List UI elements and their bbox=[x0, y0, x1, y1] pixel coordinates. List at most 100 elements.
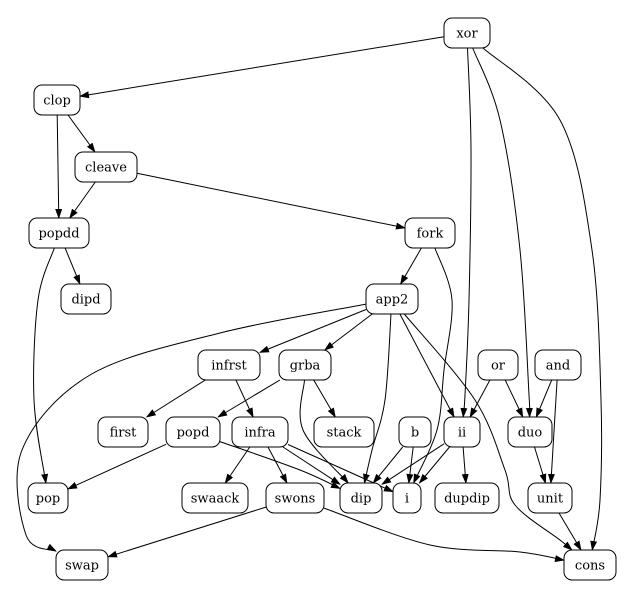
node-box-dupdip bbox=[434, 482, 500, 514]
node-label-clop: clop bbox=[43, 94, 71, 109]
node-label-ii: ii bbox=[458, 426, 466, 441]
edge-unit-to-cons bbox=[558, 512, 582, 551]
edge-app2-to-grba bbox=[324, 313, 373, 351]
node-duo: duo bbox=[507, 416, 553, 448]
edge-cleave-to-popdd bbox=[69, 181, 96, 219]
edge-grba-to-dip bbox=[299, 379, 349, 484]
node-label-pop: pop bbox=[36, 492, 60, 507]
node-box-grba bbox=[278, 349, 332, 381]
node-label-popdd: popdd bbox=[38, 227, 79, 242]
edge-fork-to-app2 bbox=[400, 247, 422, 285]
node-stack: stack bbox=[313, 416, 375, 448]
edge-duo-to-unit bbox=[534, 446, 547, 484]
edge-popd-to-pop bbox=[67, 443, 167, 490]
node-popdd: popdd bbox=[28, 217, 90, 249]
edge-b-to-dip bbox=[372, 446, 404, 484]
node-label-first: first bbox=[110, 426, 138, 441]
edge-infrst-to-infra bbox=[235, 379, 254, 418]
node-label-cleave: cleave bbox=[85, 161, 127, 176]
node-label-swaack: swaack bbox=[191, 492, 240, 507]
node-dip: dip bbox=[339, 482, 383, 514]
node-box-pop bbox=[27, 482, 69, 514]
node-box-ii bbox=[443, 416, 481, 448]
node-box-stack bbox=[313, 416, 375, 448]
edge-xor-to-duo bbox=[472, 47, 533, 418]
node-cleave: cleave bbox=[74, 151, 138, 183]
node-box-and bbox=[534, 349, 582, 381]
edge-popdd-to-pop bbox=[33, 247, 55, 484]
node-label-fork: fork bbox=[417, 227, 444, 242]
edge-app2-to-ii bbox=[399, 313, 455, 418]
node-fork: fork bbox=[404, 217, 456, 249]
node-dupdip: dupdip bbox=[434, 482, 500, 514]
edge-xor-to-cons bbox=[482, 47, 603, 551]
edge-xor-to-ii bbox=[460, 47, 472, 418]
edge-infra-to-i bbox=[287, 444, 394, 493]
node-app2: app2 bbox=[365, 283, 419, 315]
edge-infra-to-swaack bbox=[224, 446, 251, 484]
node-box-app2 bbox=[365, 283, 419, 315]
node-label-stack: stack bbox=[327, 426, 362, 441]
edge-infra-to-swons bbox=[267, 446, 288, 484]
edge-xor-to-clop bbox=[79, 36, 445, 99]
edge-swons-to-cons bbox=[323, 507, 565, 562]
node-ii: ii bbox=[443, 416, 481, 448]
node-swaack: swaack bbox=[181, 482, 249, 514]
node-box-swap bbox=[55, 549, 109, 581]
node-label-grba: grba bbox=[290, 359, 321, 374]
nodes-layer: xor clop cleave popdd dipd fork app2 infrst grba… bbox=[27, 17, 617, 581]
node-box-swaack bbox=[181, 482, 249, 514]
edge-cleave-to-fork bbox=[136, 172, 406, 230]
node-swap: swap bbox=[55, 549, 109, 581]
node-grba: grba bbox=[278, 349, 332, 381]
node-pop: pop bbox=[27, 482, 69, 514]
node-box-popd bbox=[165, 416, 221, 448]
edge-infrst-to-first bbox=[145, 379, 206, 418]
node-popd: popd bbox=[165, 416, 221, 448]
node-label-dipd: dipd bbox=[71, 293, 100, 308]
node-cons: cons bbox=[563, 549, 617, 581]
edge-grba-to-popd bbox=[217, 379, 281, 418]
node-label-infra: infra bbox=[244, 426, 276, 441]
node-swons: swons bbox=[265, 482, 325, 514]
edge-ii-to-dip bbox=[381, 443, 445, 485]
node-box-swons bbox=[265, 482, 325, 514]
edge-swons-to-swap bbox=[107, 506, 267, 558]
node-label-b: b bbox=[411, 426, 419, 441]
node-box-infrst bbox=[197, 349, 261, 381]
edge-and-to-unit bbox=[547, 379, 558, 484]
edge-ii-to-dupdip bbox=[461, 446, 469, 484]
node-box-cons bbox=[563, 549, 617, 581]
edge-popd-to-dip bbox=[219, 441, 341, 489]
node-label-cons: cons bbox=[575, 559, 605, 574]
edge-fork-to-i bbox=[413, 247, 453, 484]
node-label-duo: duo bbox=[518, 426, 543, 441]
node-xor: xor bbox=[443, 17, 491, 49]
node-label-or: or bbox=[491, 359, 506, 374]
node-label-unit: unit bbox=[537, 492, 564, 507]
node-label-dupdip: dupdip bbox=[444, 492, 490, 507]
node-unit: unit bbox=[527, 482, 573, 514]
edge-app2-to-cons bbox=[403, 313, 573, 551]
node-label-i: i bbox=[405, 492, 409, 507]
edge-popdd-to-dipd bbox=[64, 247, 81, 285]
node-label-infrst: infrst bbox=[211, 359, 247, 374]
node-box-duo bbox=[507, 416, 553, 448]
edges-layer bbox=[16, 36, 603, 562]
node-label-popd: popd bbox=[177, 426, 210, 441]
node-dipd: dipd bbox=[60, 283, 112, 315]
node-label-app2: app2 bbox=[376, 293, 409, 308]
node-b: b bbox=[398, 416, 432, 448]
node-box-cleave bbox=[74, 151, 138, 183]
edge-app2-to-infrst bbox=[259, 309, 367, 353]
node-infra: infra bbox=[231, 416, 289, 448]
node-label-swap: swap bbox=[65, 559, 99, 574]
node-and: and bbox=[534, 349, 582, 381]
node-label-swons: swons bbox=[275, 492, 316, 507]
edge-app2-to-swap bbox=[16, 303, 367, 552]
node-i: i bbox=[392, 482, 422, 514]
edge-or-to-ii bbox=[469, 379, 491, 418]
edge-clop-to-popdd bbox=[55, 114, 63, 219]
node-or: or bbox=[477, 349, 519, 381]
